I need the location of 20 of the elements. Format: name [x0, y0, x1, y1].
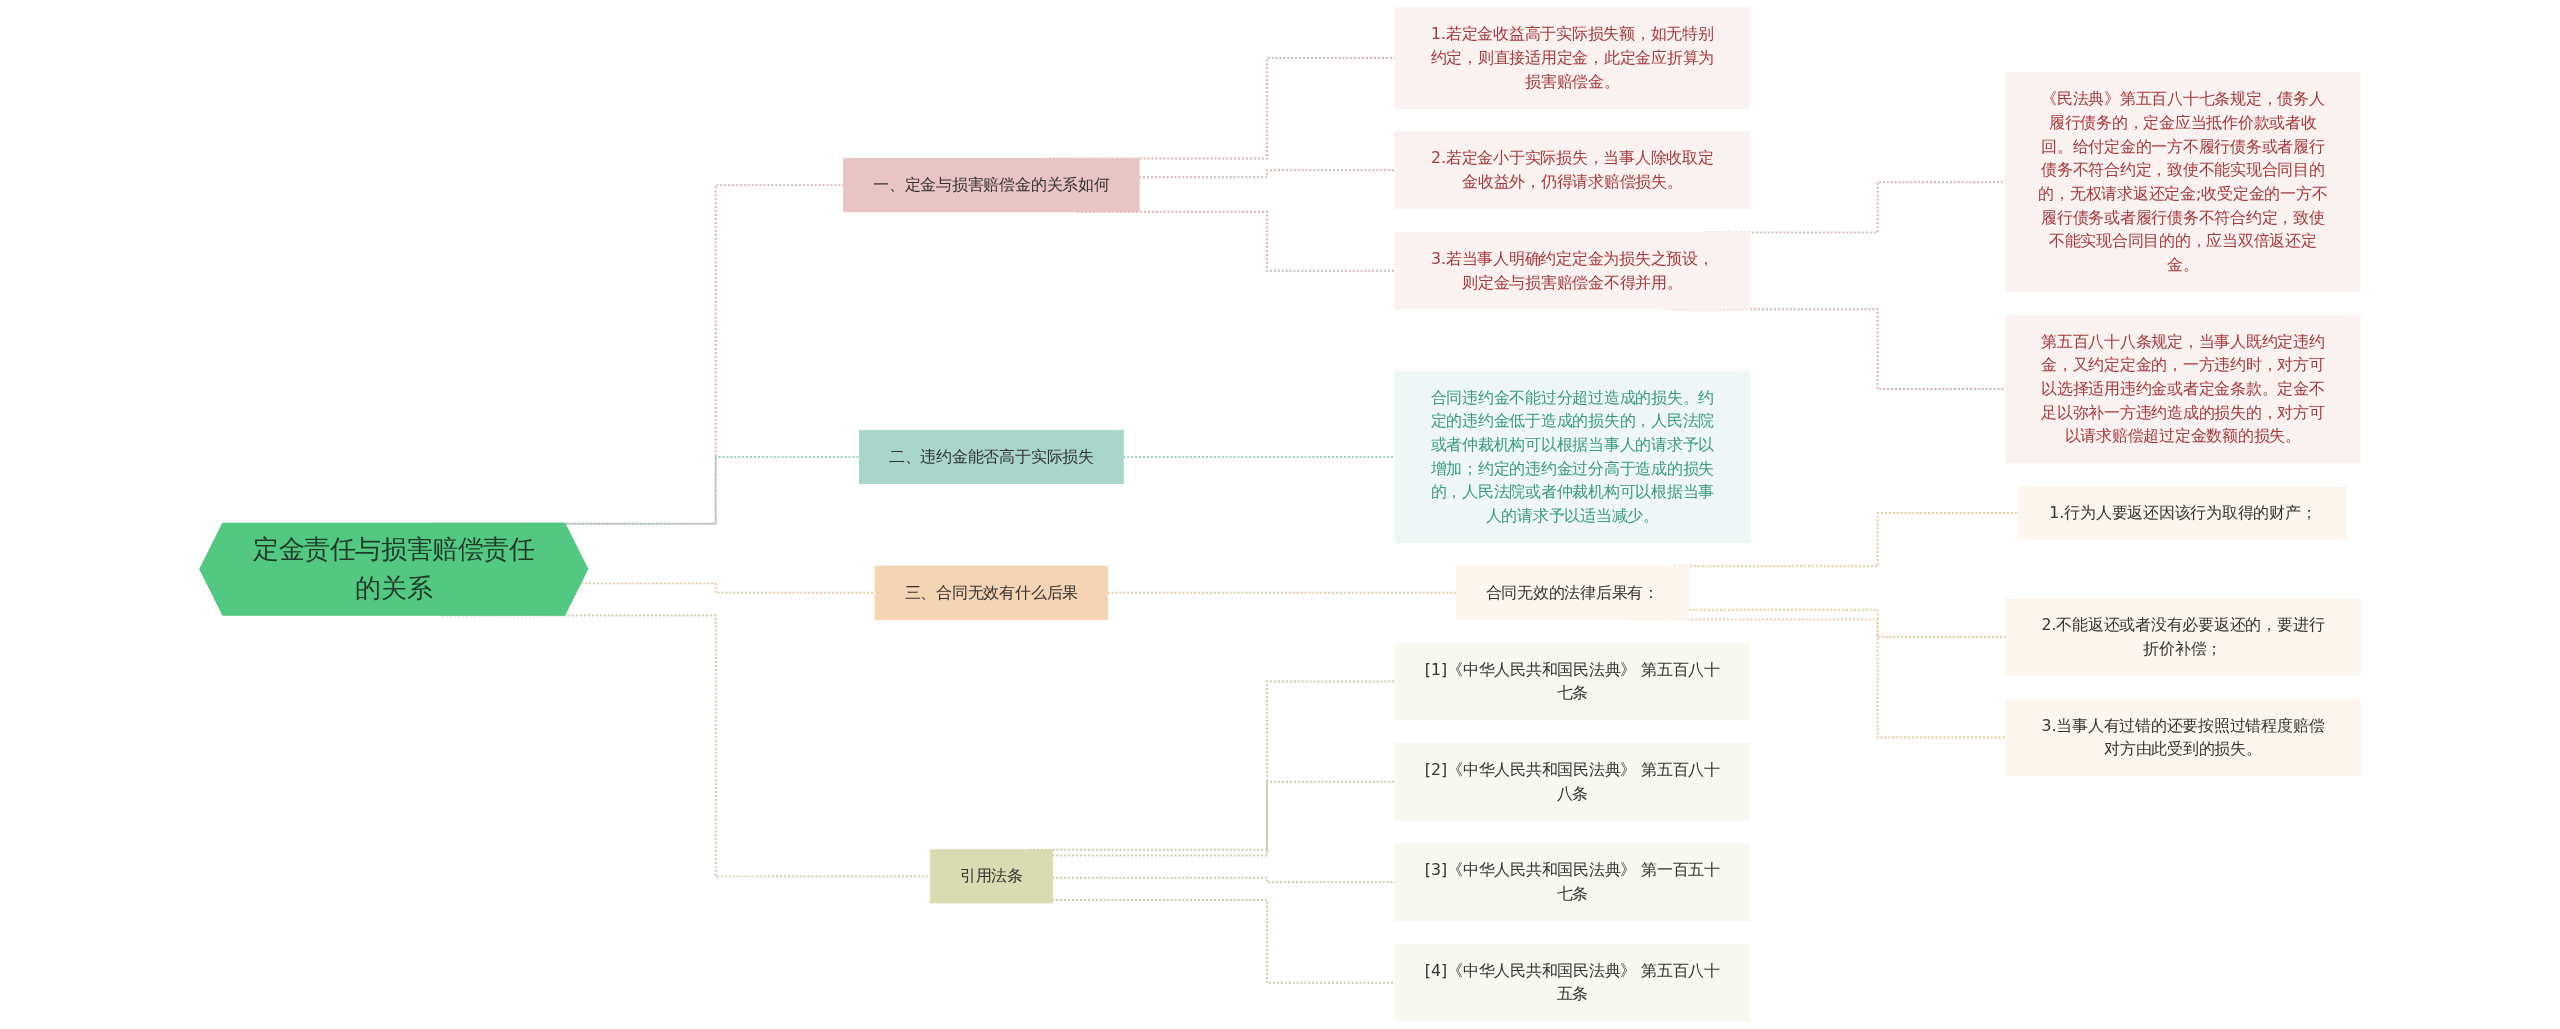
connector: [1106, 591, 1458, 594]
node-box: [3]《中华人民共和国民法典》 第一百五十七条: [1394, 843, 1751, 922]
node-box: 一、定金与损害赔偿金的关系如何: [843, 158, 1140, 213]
node-box: 3.若当事人明确约定定金为损失之预设，则定金与损害赔偿金不得并用。: [1394, 231, 1751, 310]
node-box: 第五百八十八条规定，当事人既约定违约金，又约定定金的，一方违约时，对方可以选择适用违约金或者定金条款。定金不足以弥补一方违约造成的损失的，对方可以请求赔偿超过定金数额的损失。: [2005, 314, 2361, 464]
node-box: [2]《中华人民共和国民法典》 第五百八十八条: [1394, 742, 1751, 821]
node-box: 3.当事人有过错的还要按照过错程度赔偿对方由此受到的损失。: [2005, 698, 2361, 777]
connector: [1051, 780, 1397, 857]
node-box: 1.行为人要返还因该行为取得的财产；: [2019, 485, 2347, 541]
node-box: 2.若定金小于实际损失，当事人除收取定金收益外，仍得请求赔偿损失。: [1394, 131, 1751, 210]
node-box: 三、合同无效有什么后果: [874, 565, 1109, 620]
node-box: 二、违约金能否高于实际损失: [858, 429, 1124, 484]
node-box: 合同无效的法律后果有：: [1455, 565, 1689, 620]
node-box: 2.不能返还或者没有必要返还的，要进行折价补偿；: [2005, 598, 2361, 676]
node-box: 引用法条: [929, 849, 1053, 904]
node-box: 1.若定金收益高于实际损失额，如无特别约定，则直接适用定金，此定金应折算为损害赔偿金。: [1394, 7, 1751, 109]
node-box: 合同违约金不能过分超过造成的损失。约定的违约金低于造成的损失的，人民法院或者仲裁机构可以根据当事人的请求予以增加；约定的违约金过分高于造成的损失的，人民法院或者仲裁机构可以根据当事人的请求予以适当减少。: [1394, 370, 1751, 544]
node-box: [1]《中华人民共和国民法典》 第五百八十七条: [1394, 642, 1751, 721]
node-box: [4]《中华人民共和国民法典》 第五百八十五条: [1394, 943, 1751, 1022]
connector: [1687, 608, 2007, 639]
